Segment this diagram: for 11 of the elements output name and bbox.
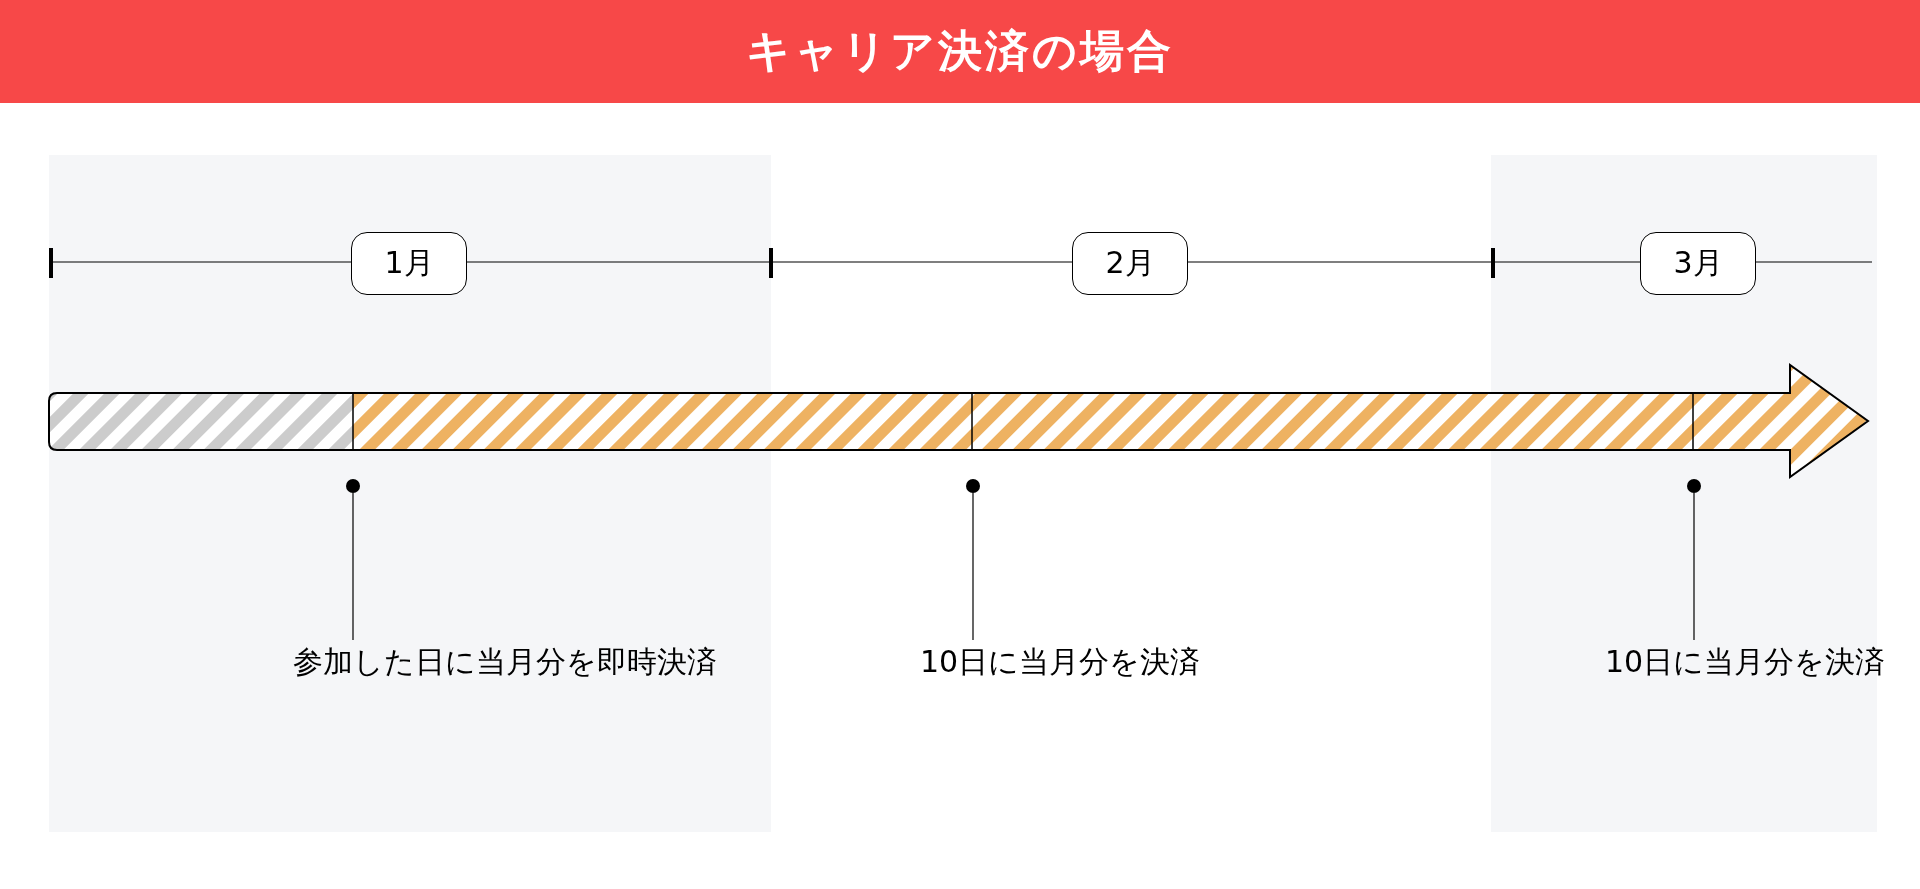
- leader-line: [1693, 492, 1695, 641]
- month-label: 3月: [1640, 232, 1756, 295]
- month-label: 1月: [351, 232, 467, 295]
- note-text: 10日に当月分を決済: [920, 640, 1201, 684]
- title-text: キャリア決済の場合: [746, 24, 1174, 78]
- marker-dot: [966, 479, 980, 493]
- month-label: 2月: [1072, 232, 1188, 295]
- leader-line: [352, 492, 354, 641]
- note-text: 参加した日に当月分を即時決済: [293, 640, 717, 684]
- note-text: 10日に当月分を決済: [1605, 640, 1886, 684]
- leader-line: [972, 492, 974, 641]
